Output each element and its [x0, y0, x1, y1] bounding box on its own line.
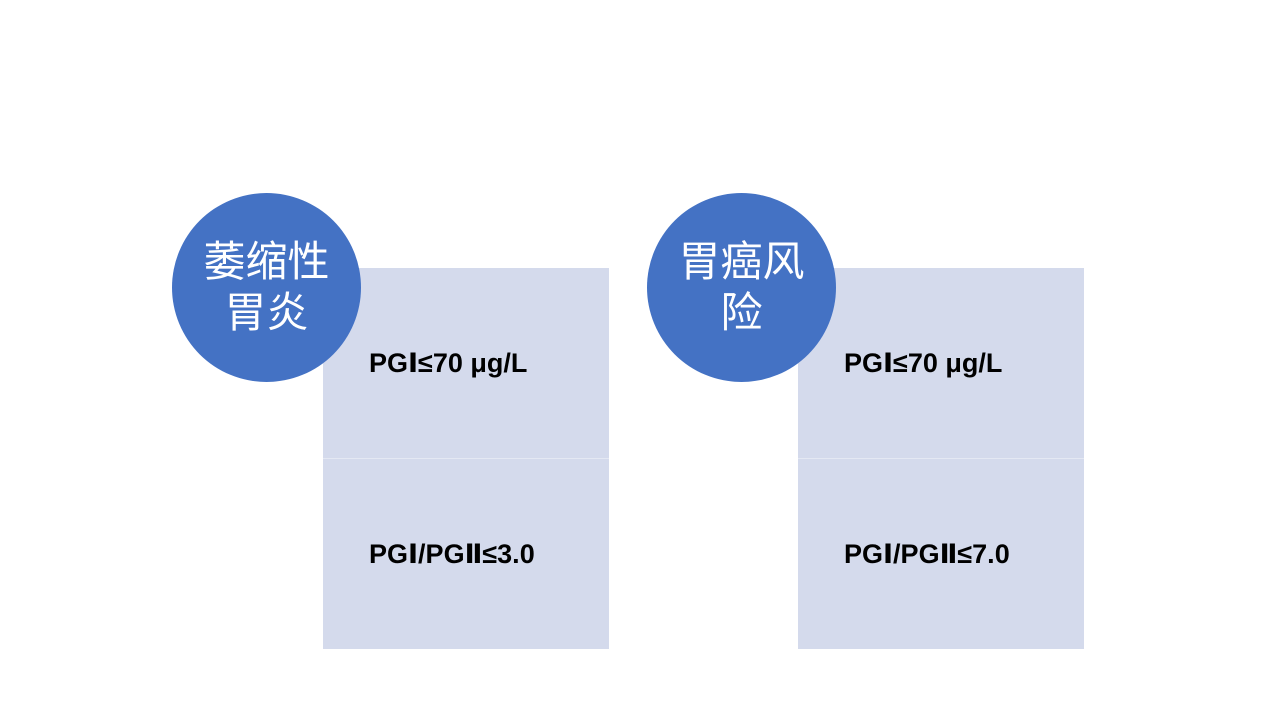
- criteria-cell-pg-ratio: PGⅠ/PGⅡ≤7.0: [798, 458, 1084, 649]
- criterion-pg1-threshold: PGⅠ≤70 μg/L: [369, 348, 528, 378]
- gastric-cancer-risk-criteria-card: PGⅠ≤70 μg/L PGⅠ/PGⅡ≤7.0: [798, 268, 1084, 649]
- circle-label-line-2: 胃炎: [224, 287, 309, 337]
- circle-label-line-1: 胃癌风: [678, 237, 805, 287]
- criteria-cell-pg1: PGⅠ≤70 μg/L: [798, 268, 1084, 458]
- circle-label-line-1: 萎缩性: [203, 237, 330, 287]
- atrophic-gastritis-circle: 萎缩性 胃炎: [172, 193, 361, 382]
- criterion-pg-ratio-threshold: PGⅠ/PGⅡ≤7.0: [844, 539, 1010, 569]
- gastric-cancer-risk-circle: 胃癌风 险: [647, 193, 836, 382]
- circle-label-line-2: 险: [720, 287, 763, 337]
- criterion-pg1-threshold: PGⅠ≤70 μg/L: [844, 348, 1003, 378]
- atrophic-gastritis-criteria-card: PGⅠ≤70 μg/L PGⅠ/PGⅡ≤3.0: [323, 268, 609, 649]
- criterion-pg-ratio-threshold: PGⅠ/PGⅡ≤3.0: [369, 539, 535, 569]
- criteria-cell-pg1: PGⅠ≤70 μg/L: [323, 268, 609, 458]
- criteria-cell-pg-ratio: PGⅠ/PGⅡ≤3.0: [323, 458, 609, 649]
